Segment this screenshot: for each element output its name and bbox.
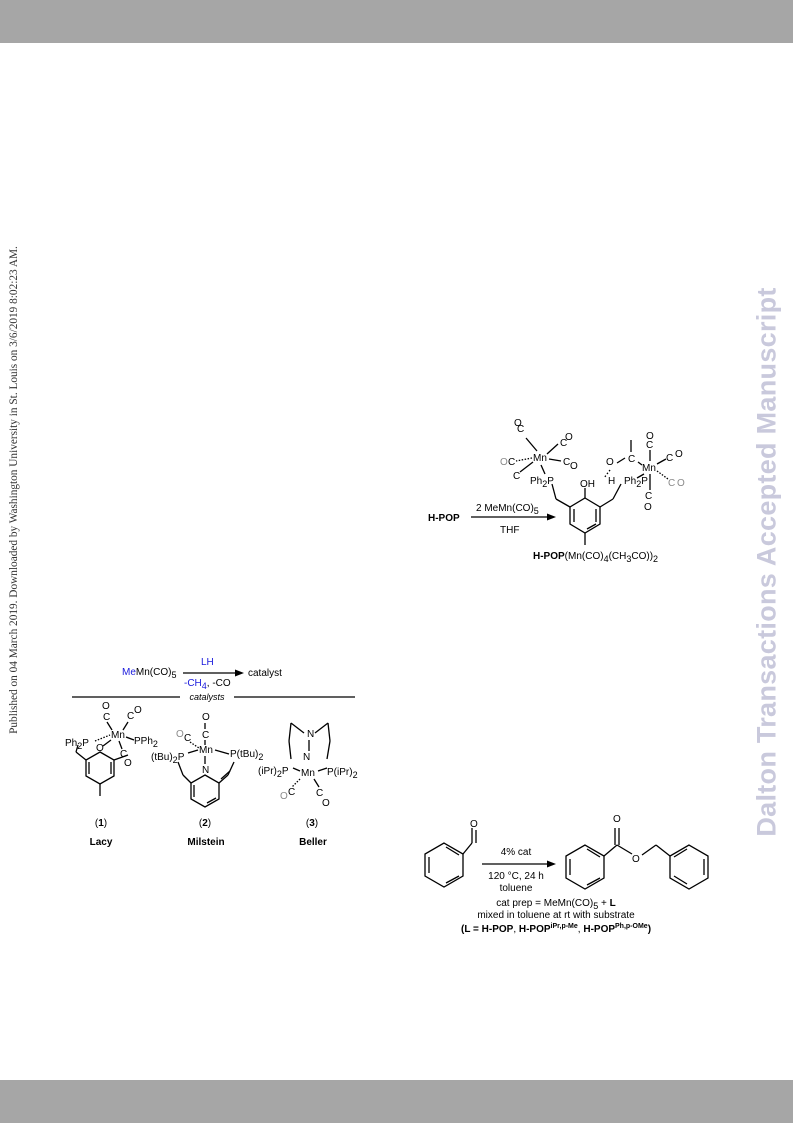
mn-cat2: Mn <box>199 745 213 756</box>
svg-text:O: O <box>606 457 614 468</box>
cat1-name: Lacy <box>90 837 113 848</box>
mn-left: Mn <box>533 453 547 464</box>
catalysts-divider-label: catalysts <box>189 692 225 702</box>
svg-text:O: O <box>675 449 683 460</box>
svg-text:O: O <box>644 502 652 513</box>
cat3-number: (3) <box>306 818 318 829</box>
svg-text:C: C <box>563 457 570 468</box>
mn-cat3: Mn <box>301 768 315 779</box>
hpop-reactant: H-POP <box>428 513 460 524</box>
benzaldehyde-ring <box>424 842 464 888</box>
cat1-number: (1) <box>95 818 107 829</box>
svg-text:N: N <box>307 729 314 740</box>
reaction-arrow-1-head <box>547 513 556 521</box>
ligand-list: (L = H-POP, H-POPiPr,p-Me, H-POPPh,p-OMe… <box>461 923 651 935</box>
product-label-hpop-mn: H-POP(Mn(CO)4(CH3CO))2 <box>533 551 658 564</box>
svg-text:Ph2P: Ph2P <box>624 476 648 489</box>
svg-text:O: O <box>134 705 142 716</box>
svg-text:H: H <box>608 476 615 487</box>
reaction-arrow-2-head <box>235 669 244 677</box>
svg-text:P(iPr)2: P(iPr)2 <box>327 767 358 780</box>
svg-text:O: O <box>500 457 508 468</box>
benzoate-ring <box>565 844 605 890</box>
svg-text:PPh2: PPh2 <box>134 736 158 749</box>
svg-text:C: C <box>120 749 127 760</box>
svg-text:C: C <box>184 733 191 744</box>
svg-text:O: O <box>613 814 621 825</box>
svg-text:N: N <box>202 765 209 776</box>
svg-text:O: O <box>570 461 578 472</box>
svg-text:C: C <box>517 424 524 435</box>
svg-text:Ph2P: Ph2P <box>530 476 554 489</box>
svg-text:O: O <box>470 819 478 830</box>
svg-text:C: C <box>628 454 635 465</box>
svg-text:C: C <box>560 438 567 449</box>
svg-text:N: N <box>303 752 310 763</box>
svg-text:C: C <box>666 453 673 464</box>
svg-text:C: C <box>103 712 110 723</box>
reagent-memnco5-catalysts: MeMn(CO)5 <box>122 667 176 680</box>
header-bar <box>0 0 793 43</box>
svg-text:C: C <box>288 787 295 798</box>
conditions-temperature-time: 120 °C, 24 h <box>488 871 544 882</box>
svg-text:O: O <box>565 432 573 443</box>
catalyst-loading: 4% cat <box>501 847 532 858</box>
solvent-thf: THF <box>500 525 519 536</box>
svg-text:O: O <box>322 798 330 809</box>
svg-text:C: C <box>645 491 652 502</box>
svg-text:O: O <box>96 743 104 754</box>
mn-right: Mn <box>642 463 656 474</box>
reaction-arrow-3-head <box>547 860 556 868</box>
svg-text:-CH4, -CO: -CH4, -CO <box>184 678 231 691</box>
footer-bar <box>0 1080 793 1123</box>
svg-text:O: O <box>646 431 654 442</box>
cat2-number: (2) <box>199 818 211 829</box>
svg-text:C: C <box>508 457 515 468</box>
reagent-memnco5: 2 MeMn(CO) <box>476 503 534 514</box>
svg-text:P(tBu)2: P(tBu)2 <box>230 749 263 762</box>
ligand-lh: LH <box>201 657 214 668</box>
svg-text:C: C <box>316 788 323 799</box>
product-catalyst: catalyst <box>248 668 282 679</box>
svg-text:C: C <box>668 478 675 489</box>
svg-text:O: O <box>514 418 522 429</box>
svg-text:(tBu)2P: (tBu)2P <box>151 752 185 765</box>
svg-text:O: O <box>102 701 110 712</box>
svg-text:Ph2P: Ph2P <box>65 738 89 751</box>
svg-text:O: O <box>677 478 685 489</box>
svg-text:C: C <box>127 711 134 722</box>
cat-prep-line: cat prep = MeMn(CO)5 + L <box>496 898 616 911</box>
svg-text:C: C <box>646 440 653 451</box>
svg-text:O: O <box>280 791 288 802</box>
svg-text:O: O <box>124 758 132 769</box>
conditions-solvent: toluene <box>500 883 533 894</box>
svg-text:O: O <box>176 729 184 740</box>
svg-text:2 MeMn(CO)5: 2 MeMn(CO)5 <box>476 503 539 516</box>
cat3-name: Beller <box>299 837 327 848</box>
svg-text:C: C <box>513 471 520 482</box>
svg-text:C: C <box>202 730 209 741</box>
svg-text:O: O <box>202 712 210 723</box>
svg-text:OH: OH <box>580 479 595 490</box>
cat2-name: Milstein <box>187 837 224 848</box>
svg-text:O: O <box>632 854 640 865</box>
benzyl-ring <box>669 844 709 890</box>
mn-cat1: Mn <box>111 730 125 741</box>
cat-prep-mixing: mixed in toluene at rt with substrate <box>477 910 635 921</box>
svg-text:(iPr)2P: (iPr)2P <box>258 766 289 779</box>
